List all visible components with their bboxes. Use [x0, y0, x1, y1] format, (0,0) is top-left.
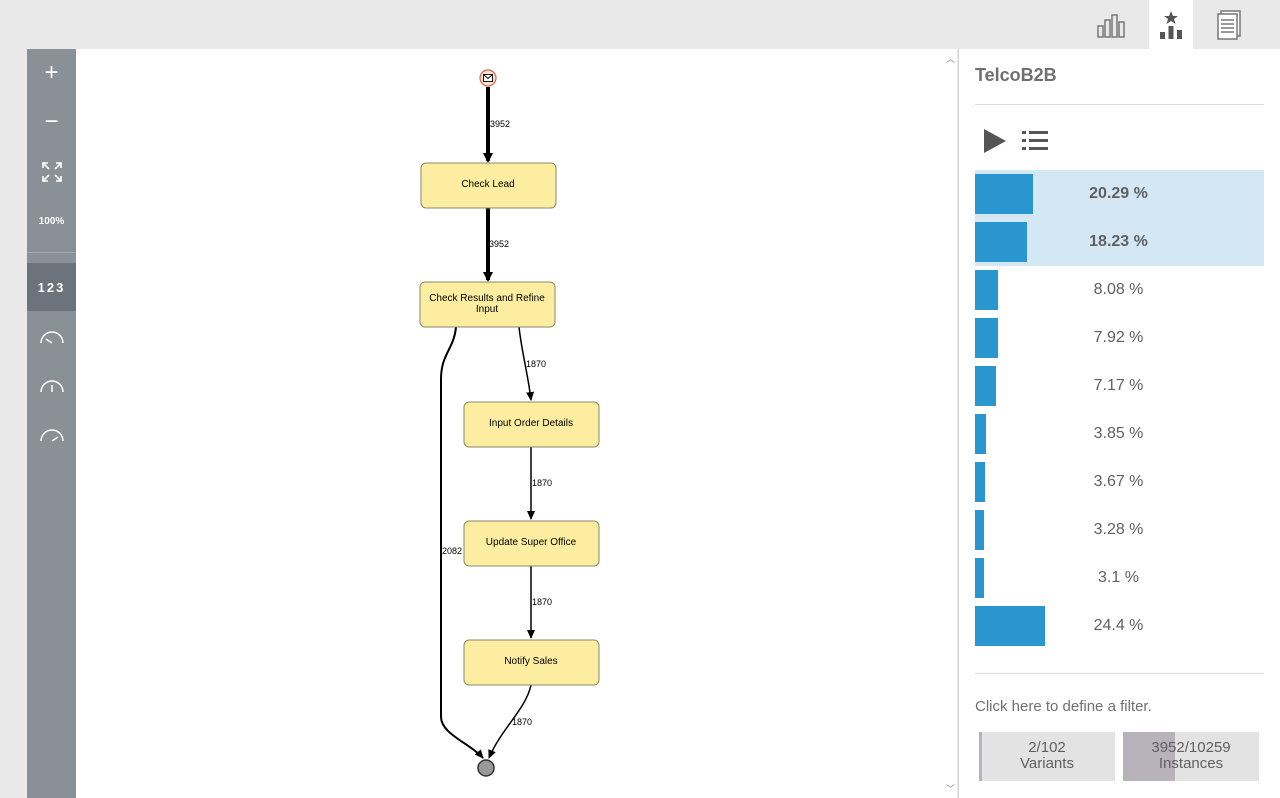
instances-stat-fill — [1123, 732, 1175, 781]
variant-percentage: 3.67 % — [1093, 473, 1144, 490]
process-map: 3952 3952 1870 1870 1870 1870 2082 Check… — [419, 69, 600, 777]
activity-update-super[interactable]: Update Super Office — [463, 520, 600, 567]
variant-row[interactable]: 3.85 % — [975, 410, 1264, 458]
variant-percentage: 3.85 % — [1093, 425, 1144, 442]
fit-screen-button[interactable] — [27, 150, 76, 194]
variant-row[interactable]: 3.1 % — [975, 554, 1264, 602]
activity-label: Notify Sales — [504, 656, 557, 667]
play-button[interactable] — [983, 128, 1007, 154]
variant-row[interactable]: 7.92 % — [975, 314, 1264, 362]
play-icon — [984, 129, 1006, 153]
variant-bar — [975, 414, 986, 454]
list-icon — [1022, 131, 1048, 150]
edge-notify-sales-end[interactable] — [488, 684, 532, 759]
variant-bar — [975, 462, 985, 502]
edge-count-label: 2082 — [442, 546, 462, 556]
fit-screen-icon — [41, 162, 62, 182]
activity-label: Input — [476, 304, 498, 315]
define-filter-link[interactable]: Click here to define a filter. — [975, 698, 1152, 715]
panel-divider — [975, 104, 1264, 105]
show-counts-button[interactable]: 123 — [27, 263, 76, 311]
variant-row[interactable]: 7.17 % — [975, 362, 1264, 410]
variants-stat-fill — [979, 732, 982, 781]
variant-percentage: 24.4 % — [1093, 617, 1144, 634]
bar-chart-icon[interactable] — [1089, 0, 1133, 49]
instances-label: Instances — [1158, 755, 1224, 772]
gauge-low-icon — [39, 331, 64, 344]
variants-count: 2/102 — [1028, 739, 1066, 756]
activity-check-lead[interactable]: Check Lead — [420, 162, 557, 209]
instances-count: 3952/10259 — [1151, 739, 1231, 756]
activity-check-results[interactable]: Check Results and Refine Input — [419, 281, 556, 328]
variant-bar — [975, 270, 998, 310]
variant-bar — [975, 366, 996, 406]
process-map-canvas[interactable]: 3952 3952 1870 1870 1870 1870 2082 Check… — [76, 49, 943, 798]
variant-percentage: 3.28 % — [1093, 521, 1144, 538]
scroll-down-icon[interactable]: ﹀ — [946, 784, 956, 794]
activity-label: Update Super Office — [486, 537, 577, 548]
map-toolbar: + − 100% 123 — [27, 49, 76, 798]
zoom-level-button[interactable]: 100% — [38, 215, 65, 227]
edge-count-label: 1870 — [512, 717, 532, 727]
variant-row[interactable]: 18.23 % — [975, 218, 1264, 266]
variant-percentage: 7.17 % — [1093, 377, 1144, 394]
end-event[interactable] — [477, 759, 495, 777]
edge-check-results-end[interactable] — [440, 326, 484, 759]
variant-bar — [975, 174, 1033, 214]
toolbar-divider — [27, 252, 76, 253]
activity-label: Check Lead — [461, 179, 514, 190]
variant-bar — [975, 606, 1045, 646]
instances-stat-button[interactable]: 3952/10259 Instances — [1123, 732, 1259, 781]
zoom-out-button[interactable]: − — [44, 108, 59, 135]
variant-row[interactable]: 24.4 % — [975, 602, 1264, 650]
variant-percentage: 7.92 % — [1093, 329, 1144, 346]
list-button[interactable] — [1022, 129, 1048, 153]
variants-stat-text: 2/102 Variants — [979, 740, 1115, 772]
edge-count-label: 3952 — [490, 119, 510, 129]
edge-check-results-input-order[interactable] — [518, 326, 535, 401]
star-bar-chart-icon[interactable] — [1149, 0, 1193, 49]
edge-count-label: 1870 — [526, 359, 546, 369]
variant-percentage: 8.08 % — [1093, 281, 1144, 298]
gauge-low-button[interactable] — [27, 315, 76, 359]
vertical-scrollbar[interactable]: ︿ ﹀ — [943, 49, 957, 798]
variant-bar — [975, 318, 998, 358]
scroll-up-icon[interactable]: ︿ — [946, 54, 956, 64]
edge-count-label: 1870 — [532, 478, 552, 488]
variant-row[interactable]: 8.08 % — [975, 266, 1264, 314]
top-bar — [0, 0, 1280, 49]
variant-bar — [975, 222, 1027, 262]
variants-panel: TelcoB2B 20.29 % 18.23 % 8.08 % 7.92 % 7… — [958, 49, 1280, 798]
variants-stat-button[interactable]: 2/102 Variants — [979, 732, 1115, 781]
variant-row[interactable]: 3.28 % — [975, 506, 1264, 554]
panel-title: TelcoB2B — [975, 65, 1057, 85]
variant-bar — [975, 558, 984, 598]
panel-divider — [975, 673, 1264, 674]
activity-label: Check Results and Refine — [429, 293, 545, 304]
variant-percentage: 20.29 % — [1089, 185, 1148, 202]
gauge-mid-icon — [39, 380, 64, 393]
activity-input-order[interactable]: Input Order Details — [463, 401, 600, 448]
zoom-in-button[interactable]: + — [44, 59, 59, 86]
variant-row[interactable]: 20.29 % — [975, 170, 1264, 218]
gauge-mid-button[interactable] — [27, 364, 76, 408]
activity-notify-sales[interactable]: Notify Sales — [463, 639, 600, 686]
gauge-high-icon — [39, 429, 64, 442]
edge-count-label: 1870 — [532, 597, 552, 607]
activity-label: Input Order Details — [489, 418, 573, 429]
variants-label: Variants — [1020, 755, 1074, 772]
edge-count-label: 3952 — [489, 239, 509, 249]
variant-percentage: 18.23 % — [1089, 233, 1148, 250]
document-icon[interactable] — [1207, 0, 1251, 49]
variant-bar — [975, 510, 984, 550]
instances-stat-text: 3952/10259 Instances — [1123, 740, 1259, 772]
variant-row[interactable]: 3.67 % — [975, 458, 1264, 506]
variant-percentage: 3.1 % — [1098, 569, 1139, 586]
gauge-high-button[interactable] — [27, 413, 76, 457]
start-event[interactable] — [479, 69, 497, 87]
